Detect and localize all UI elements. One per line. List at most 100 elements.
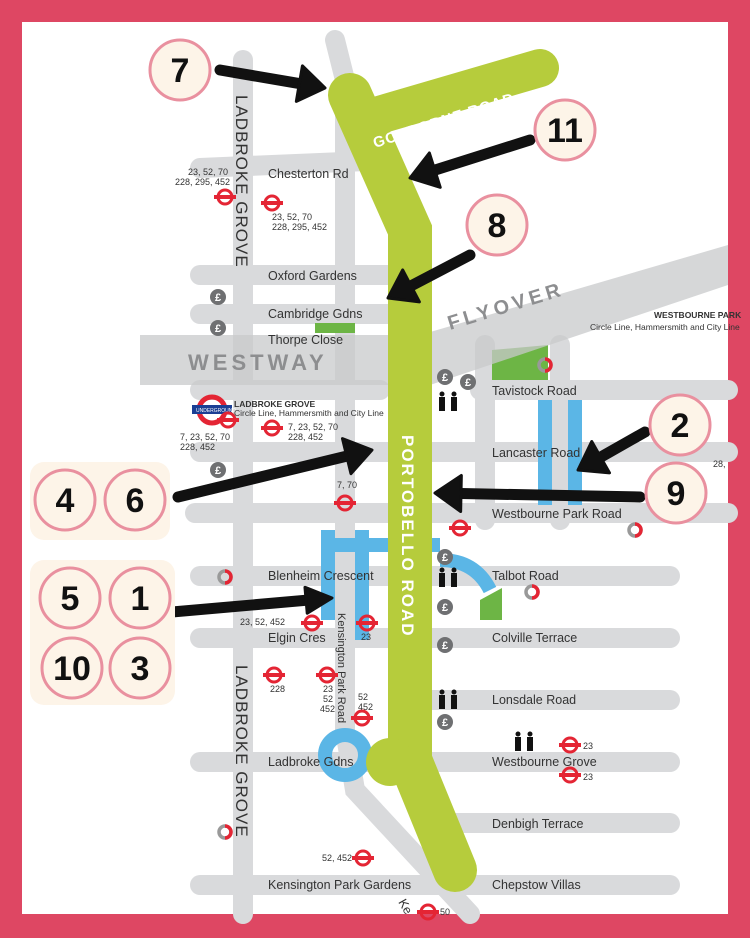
number-badge-7: 7 [148,38,212,102]
street-label: Tavistock Road [492,384,577,398]
bus-routes: 228 [270,684,285,694]
number-badge-1: 1 [108,566,172,630]
bus-routes: 7, 23, 52, 70 [288,422,338,432]
bus-stop-icon [301,614,323,632]
number-badge-10: 10 [40,636,104,700]
bus-stop-icon [316,666,338,684]
street-label: Denbigh Terrace [492,817,584,831]
badge-number: 9 [667,475,686,513]
bus-stop-icon [449,519,471,537]
atm-icon: £ [210,289,226,305]
portobello-road-label: PORTOBELLO ROAD [398,435,417,638]
bus-routes: 23, 52, 70 [272,212,312,222]
atm-icon: £ [210,320,226,336]
bus-routes: 28, [713,459,726,469]
street-label: Kensington Park Road [335,613,347,723]
portobello-road [328,49,559,892]
street-label: Lonsdale Road [492,693,576,707]
svg-text:£: £ [442,372,448,384]
station-lines: Circle Line, Hammersmith and City Line [590,322,740,332]
bus-stops [214,188,581,921]
bus-routes: 52 [358,692,368,702]
arrow-icon [576,426,651,475]
amenity-icons: £ £ £ £ £ £ £ £ £ [210,289,643,840]
street-label: Elgin Cres [268,631,326,645]
street-label: Colville Terrace [492,631,577,645]
number-badge-11: 11 [533,98,597,162]
station-name: WESTBOURNE PARK [654,310,742,320]
street-label: Talbot Road [492,569,559,583]
street-label: Westbourne Park Road [492,507,622,521]
bus-routes: 23 [323,684,333,694]
svg-text:£: £ [442,640,448,652]
bus-route-labels: 23, 52, 70 228, 295, 452 23, 52, 70 228,… [175,167,726,917]
badge-number: 10 [53,650,91,688]
bus-routes: 452 [320,704,335,714]
bus-stop-icon [351,709,373,727]
badge-number: 5 [61,580,80,618]
atm-icon: £ [210,462,226,478]
arrow-icon [214,64,327,103]
svg-text:£: £ [442,717,448,729]
toilets-icon [515,731,533,751]
number-badge-5: 5 [38,566,102,630]
bus-stop-icon [417,903,439,921]
rail-station-icon [627,522,643,538]
park [480,588,502,620]
arrow-icon [166,585,334,618]
park [315,323,355,333]
bus-routes: 50 [440,907,450,917]
bus-routes: 23 [583,741,593,751]
bus-routes: 228, 295, 452 [175,177,230,187]
atm-icon: £ [437,549,453,565]
street-label: Blenheim Crescent [268,569,374,583]
bus-routes: 228, 452 [180,442,215,452]
rail-station-icon [217,824,233,840]
badge-number: 6 [126,482,145,520]
toilets-icon [439,689,457,709]
atm-icon: £ [437,599,453,615]
bus-stop-icon [261,419,283,437]
atm-icon: £ [460,374,476,390]
street-label: Thorpe Close [268,333,343,347]
station-lines: Circle Line, Hammersmith and City Line [234,408,384,418]
badge-number: 1 [131,580,150,618]
bus-routes: 23 [361,632,371,642]
westway-label: WESTWAY [188,350,328,375]
bus-stop-icon [352,849,374,867]
arrow-icon [408,134,536,189]
bus-stop-icon [217,411,239,429]
stations: UNDERGROUND LADBROKE GROVE Circle Line, … [192,310,742,426]
rail-station-icon [537,357,553,373]
ladbroke-grove-label: LADBROKE GROVE [232,95,251,268]
station-name: LADBROKE GROVE [234,399,316,409]
bus-stop-icon [559,766,581,784]
number-badge-9: 9 [644,461,708,525]
bus-routes: 7, 23, 52, 70 [180,432,230,442]
street-label: Chesterton Rd [268,167,349,181]
street-label: Oxford Gardens [268,269,357,283]
number-badge-8: 8 [465,193,529,257]
bus-routes: 7, 70 [337,480,357,490]
street-label: Cambridge Gdns [268,307,363,321]
bus-stop-icon [334,494,356,512]
badge-number: 8 [488,207,507,245]
arrows [166,64,651,618]
ladbroke-grove-label: LADBROKE GROVE [232,665,251,838]
number-badge-3: 3 [108,636,172,700]
bus-routes: 23, 52, 70 [188,167,228,177]
street-label: Ladbroke Gdns [268,755,353,769]
number-badge-2: 2 [648,393,712,457]
underground-logo-text: UNDERGROUND [196,408,236,414]
badge-number: 2 [671,407,690,445]
svg-text:£: £ [215,323,221,335]
svg-text:£: £ [215,292,221,304]
bus-stop-icon [263,666,285,684]
bus-routes: 228, 295, 452 [272,222,327,232]
bus-routes: 228, 452 [288,432,323,442]
street-labels: Chesterton Rd Oxford Gardens Cambridge G… [268,167,622,917]
arrow-icon [386,249,476,304]
